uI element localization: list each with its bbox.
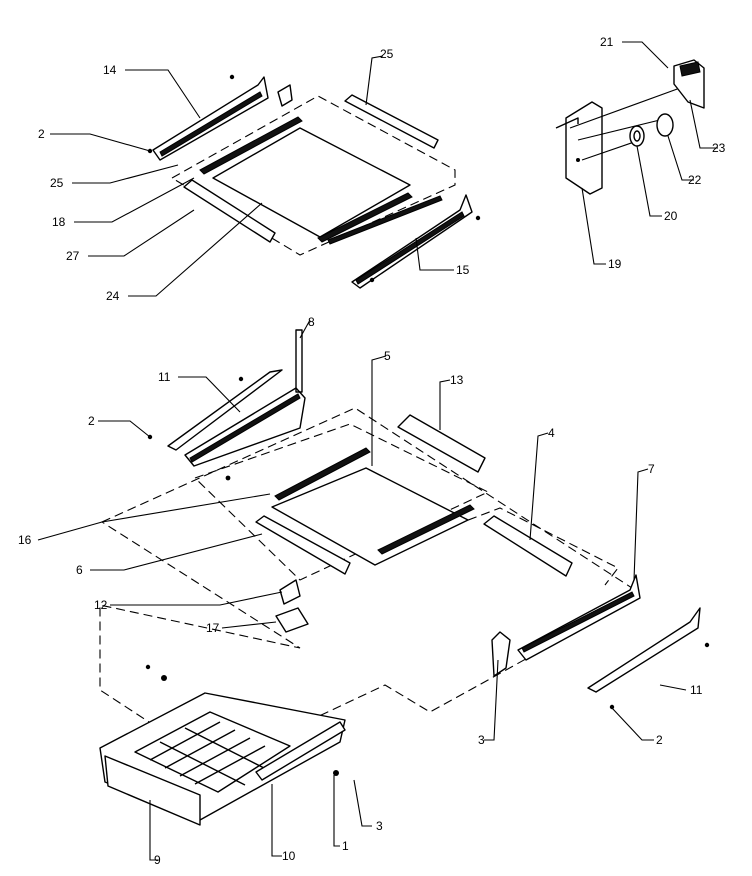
lower-right-rail-track <box>521 591 635 653</box>
callout-15-upper: 15 <box>456 263 470 277</box>
upper-trim-strip-rear <box>317 192 413 243</box>
callout-2-lower-right: 2 <box>656 733 663 747</box>
clip-part-17 <box>275 607 309 633</box>
lower-side-outline <box>454 507 619 586</box>
callout-2-lower-left: 2 <box>88 414 95 428</box>
bracket-tab <box>555 117 579 129</box>
lower-trim-rear <box>377 504 475 555</box>
lower-front-tube <box>255 515 351 575</box>
callout-21: 21 <box>600 35 614 49</box>
screw-icon <box>225 475 231 481</box>
drawer-front <box>104 755 201 826</box>
upper-left-bracket <box>277 84 293 107</box>
callout-3-bottom: 3 <box>376 819 383 833</box>
screw-icon <box>576 158 580 162</box>
upper-shelf-assembly <box>147 74 481 289</box>
screw-icon <box>475 215 481 221</box>
lower-bracket-3 <box>491 631 511 677</box>
callout-9: 9 <box>154 853 161 867</box>
mounting-bracket <box>565 101 603 195</box>
drawer-slide-10 <box>255 721 346 781</box>
screw-icon <box>161 675 167 681</box>
drawer-tray <box>134 711 291 793</box>
upper-left-rail-track <box>159 91 263 157</box>
callout-19: 19 <box>608 257 622 271</box>
screw-icon <box>704 642 710 648</box>
callout-3-right: 3 <box>478 733 485 747</box>
callout-11-right: 11 <box>690 683 703 697</box>
callout-11-left: 11 <box>158 370 171 384</box>
callout-5: 5 <box>384 349 391 363</box>
drawer-body <box>99 692 346 821</box>
upper-glass-panel <box>212 127 411 238</box>
lower-mid-extrusion <box>483 515 573 577</box>
callout-22: 22 <box>688 173 702 187</box>
callout-25-front: 25 <box>50 176 64 190</box>
callout-1: 1 <box>342 839 349 853</box>
callout-6: 6 <box>76 563 83 577</box>
lower-left-runner <box>167 369 283 451</box>
upper-right-rail-inner <box>327 195 443 245</box>
callout-13: 13 <box>450 373 464 387</box>
callout-14: 14 <box>103 63 117 77</box>
callout-8: 8 <box>308 315 315 329</box>
upper-front-extrusion <box>183 179 276 243</box>
callout-7: 7 <box>648 462 655 476</box>
lower-trim-front <box>274 447 371 501</box>
callout-23: 23 <box>712 141 726 155</box>
lower-rear-extrusion <box>397 414 486 473</box>
lower-shelf-outline <box>99 407 633 766</box>
lower-glass-panel <box>271 467 469 566</box>
upper-trim-strip-front <box>199 116 303 175</box>
callout-10: 10 <box>282 849 296 863</box>
clip-part-12 <box>279 579 301 605</box>
upper-rear-extrusion <box>344 94 439 149</box>
callout-16: 16 <box>18 533 32 547</box>
callout-20: 20 <box>664 209 678 223</box>
callout-4: 4 <box>548 426 555 440</box>
lower-right-runner <box>587 607 701 693</box>
lower-left-rail-track <box>189 393 301 463</box>
callout-27: 27 <box>66 249 80 263</box>
screw-icon <box>145 664 151 670</box>
screw-icon <box>333 770 339 776</box>
upper-shelf-outline <box>170 95 456 256</box>
lower-inner-outline <box>193 423 490 581</box>
callout-24: 24 <box>106 289 120 303</box>
screw-icon <box>238 376 244 382</box>
screw-icon <box>229 74 235 80</box>
crisper-drawer-assembly <box>99 664 346 826</box>
lower-right-rail <box>517 574 641 661</box>
screw-icon <box>609 704 615 710</box>
cap-part <box>656 113 674 137</box>
callout-labels: 14 25 2 25 18 27 24 15 21 23 22 20 19 8 … <box>18 35 726 867</box>
callout-17: 17 <box>206 621 220 635</box>
bracket-assembly <box>555 59 705 195</box>
lower-left-upright <box>295 329 303 393</box>
washer-part <box>629 125 645 147</box>
upper-right-rail-track <box>355 211 465 285</box>
leader-lines <box>37 41 718 861</box>
lower-shelf-assembly <box>99 329 710 766</box>
callout-25-rear: 25 <box>380 47 394 61</box>
callout-2-upper: 2 <box>38 127 45 141</box>
callout-18: 18 <box>52 215 66 229</box>
callout-12: 12 <box>94 598 108 612</box>
screw-icon <box>369 277 375 283</box>
